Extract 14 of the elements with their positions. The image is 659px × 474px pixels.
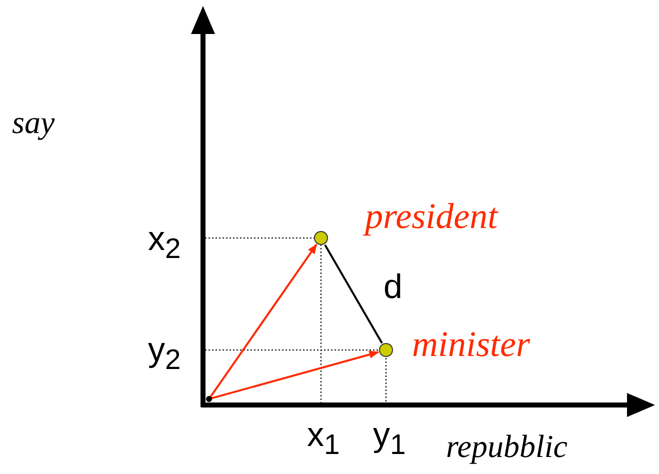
distance-line (324, 244, 383, 344)
coordinate-label: y$_{1}$ (373, 418, 406, 460)
vector-arrow (210, 350, 380, 400)
point-marker (314, 231, 328, 245)
coordinate-label: x$_{1}$ (307, 418, 340, 460)
word-label: president (365, 198, 498, 234)
point-marker (379, 343, 393, 357)
axis-label: repubblic (446, 430, 568, 462)
origin-point (206, 396, 212, 402)
edge-label: d (384, 270, 402, 304)
axis-label: say (12, 106, 55, 138)
coordinate-label: y$_{2}$ (148, 333, 181, 374)
word-label: minister (412, 326, 530, 362)
coordinate-label: x$_{2}$ (148, 222, 181, 264)
